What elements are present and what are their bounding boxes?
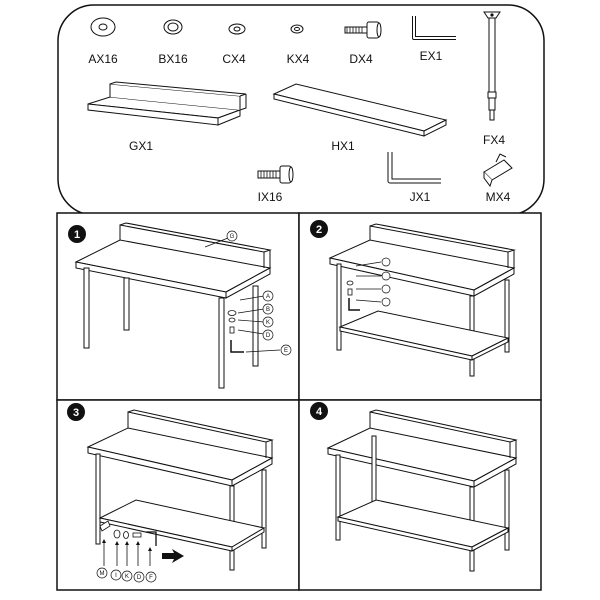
part-label-hx1: HX1 — [331, 139, 355, 153]
part-label-gx1: GX1 — [129, 139, 153, 153]
part-bx16: BX16 — [158, 19, 188, 66]
step-number-3: 3 — [73, 407, 79, 419]
callout-label: G — [230, 234, 235, 240]
large-washer-icon — [90, 17, 116, 37]
step3-callout-k: K — [121, 570, 133, 582]
step3-callout-f: F — [145, 571, 157, 583]
step1-callout-k: K — [262, 316, 274, 328]
step2-table-illustration — [328, 223, 516, 377]
step4-table-illustration — [326, 409, 518, 572]
part-mx4: MX4 — [483, 153, 513, 204]
part-ax16: AX16 — [88, 17, 118, 66]
part-label-dx4: DX4 — [349, 52, 373, 66]
step-badge-4: 4 — [310, 402, 328, 420]
washer-icon — [163, 19, 183, 35]
step3-callout-m: M — [96, 567, 108, 579]
step-number-4: 4 — [316, 406, 323, 418]
part-fx4: FX4 — [483, 11, 505, 147]
part-ix16: IX16 — [257, 165, 294, 204]
callout-label: F — [149, 575, 153, 581]
part-hx1: HX1 — [272, 83, 448, 153]
bolt-icon — [344, 21, 382, 39]
direction-arrow-icon — [162, 549, 184, 563]
callout-label: E — [284, 348, 288, 354]
part-label-bx16: BX16 — [158, 52, 188, 66]
leg-post-icon — [483, 11, 501, 121]
part-label-fx4: FX4 — [483, 133, 505, 147]
step1-callout-e: E — [280, 344, 292, 356]
callout-label: K — [125, 574, 129, 580]
step1-callout-d: D — [262, 329, 274, 341]
undershelf-icon — [272, 83, 448, 137]
step1-callout-g: G — [226, 230, 238, 242]
callout-label: K — [266, 320, 270, 326]
step3-table-illustration — [86, 409, 274, 571]
step3-callout-i: I — [110, 569, 122, 581]
table-top-backsplash-icon — [87, 81, 247, 126]
part-label-mx4: MX4 — [486, 190, 511, 204]
step1-callout-a: A — [262, 290, 274, 302]
part-label-cx4: CX4 — [222, 52, 246, 66]
small-washer-icon — [228, 23, 246, 35]
part-cx4: CX4 — [222, 23, 246, 66]
part-label-ex1: EX1 — [420, 49, 443, 63]
callout-label: D — [137, 575, 142, 581]
step-panel-1 — [56, 212, 300, 401]
step3-callout-d: D — [133, 571, 145, 583]
step-number-1: 1 — [74, 229, 80, 241]
step1-callout-b: B — [262, 303, 274, 315]
callout-label: D — [266, 333, 271, 339]
bracket-icon — [483, 153, 513, 188]
part-ex1: EX1 — [412, 16, 456, 63]
part-label-kx4: KX4 — [287, 52, 310, 66]
allen-key-icon — [412, 16, 456, 40]
callout-label: B — [266, 307, 270, 313]
callout-label: I — [115, 573, 117, 579]
tiny-washer-icon — [290, 24, 304, 34]
part-gx1: GX1 — [87, 81, 247, 153]
part-kx4: KX4 — [287, 24, 310, 66]
step-badge-2: 2 — [310, 220, 328, 238]
callout-label: A — [266, 294, 270, 300]
step1-table-illustration — [74, 222, 281, 389]
part-label-ix16: IX16 — [258, 190, 283, 204]
hex-bolt-icon — [257, 165, 294, 184]
step-badge-1: 1 — [68, 225, 86, 243]
part-label-ax16: AX16 — [88, 52, 118, 66]
part-label-jx1: JX1 — [410, 190, 431, 204]
callout-label: M — [100, 571, 105, 577]
part-jx1: JX1 — [387, 152, 441, 204]
step-number-2: 2 — [316, 224, 322, 236]
part-dx4: DX4 — [344, 21, 382, 66]
step-badge-3: 3 — [67, 403, 85, 421]
large-allen-key-icon — [387, 152, 441, 184]
